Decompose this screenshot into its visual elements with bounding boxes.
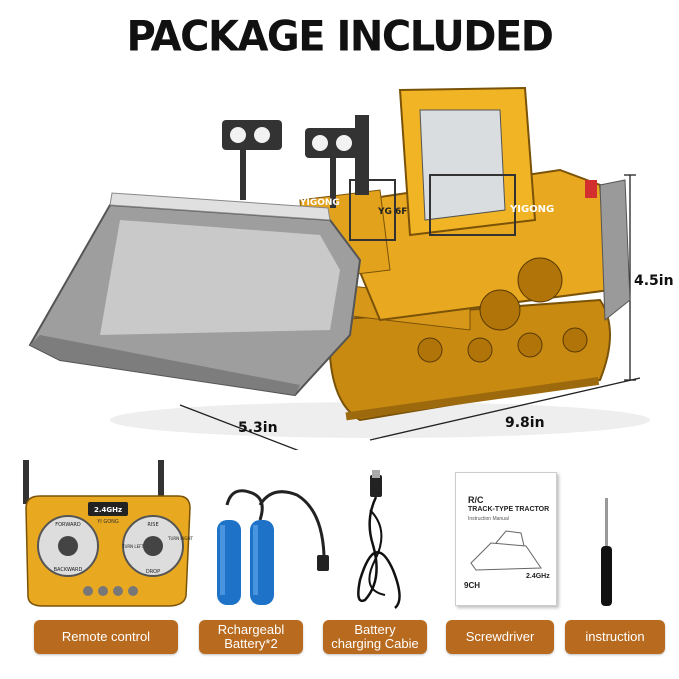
- length-dimension: 9.8in: [505, 415, 545, 431]
- label-instruction: instruction: [565, 620, 665, 654]
- batteries-image: [217, 489, 329, 605]
- instruction-manual-image: R/C TRACK-TYPE TRACTOR Instruction Manua…: [455, 472, 557, 606]
- svg-text:BACKWARD: BACKWARD: [54, 567, 83, 573]
- svg-text:TURN LEFT: TURN LEFT: [121, 544, 144, 549]
- manual-subtitle: TRACK-TYPE TRACTOR: [468, 506, 550, 513]
- charging-cable-image: [357, 470, 401, 609]
- manual-channels: 9CH: [464, 581, 481, 590]
- page-title: PACKAGE INCLUDED: [126, 12, 554, 62]
- label-screwdriver: Screwdriver: [446, 620, 554, 654]
- depth-dimension: 5.3in: [238, 420, 278, 436]
- manual-freq: 2.4GHz: [526, 573, 550, 580]
- brand-decal: YIGONG: [299, 198, 340, 208]
- height-dimension: 4.5in: [634, 273, 674, 289]
- svg-text:TURN RIGHT: TURN RIGHT: [167, 536, 193, 541]
- dimension-lines: [179, 174, 641, 450]
- cab-decal: YG 6F: [377, 207, 407, 217]
- svg-text:FORWARD: FORWARD: [55, 522, 81, 528]
- manual-sketch: [470, 530, 542, 571]
- svg-text:DROP: DROP: [146, 569, 160, 575]
- brand-decal-side: YIGONG: [509, 204, 554, 215]
- screwdriver-image: [601, 498, 612, 606]
- remote-freq: 2.4GHz: [94, 506, 122, 514]
- svg-text:RISE: RISE: [147, 522, 158, 528]
- label-remote-control: Remote control: [34, 620, 178, 654]
- bulldozer-image: YIGONG YIGONG YG 6F: [28, 86, 650, 450]
- remote-control-image: 2.4GHz YI GONG FORWARD BACKWARD RISE DRO…: [23, 460, 193, 607]
- manual-title: R/C: [468, 495, 484, 505]
- manual-caption: Instruction Manual: [468, 516, 509, 522]
- remote-brand: YI GONG: [96, 519, 119, 525]
